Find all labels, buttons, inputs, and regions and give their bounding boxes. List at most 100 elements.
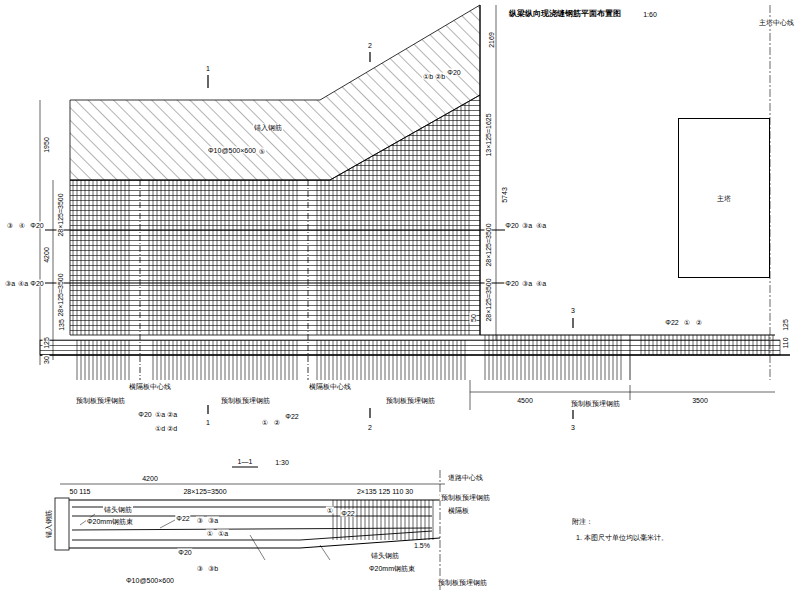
drawing-label: ②: [695, 319, 703, 326]
drawing-label: ④a: [535, 280, 547, 287]
diaphragm-line: [630, 335, 631, 380]
drawing-label: 道路中心线: [447, 474, 484, 481]
drawing-label: Φ20mm钢筋束: [86, 518, 134, 525]
drawing-label: Φ20: [177, 549, 192, 556]
drawing-label: 2: [367, 424, 373, 431]
drawing-label: ③: [196, 565, 204, 572]
drawing-label: 28×125=3500: [182, 488, 227, 495]
drawing-label: Φ20: [504, 222, 519, 229]
drawing-label: ③a: [207, 517, 219, 524]
diaphragm-line: [308, 180, 309, 380]
drawing-label: 附注：: [571, 518, 594, 525]
rebar-grid: [70, 95, 480, 335]
drawing-label: Φ20: [29, 222, 44, 229]
drawing-label: 4500: [516, 397, 534, 404]
drawing-label: 3500: [691, 397, 709, 404]
drawing-label: 3: [570, 424, 576, 431]
drawing-label: 主塔中心线: [758, 19, 795, 26]
drawing-label: 28×125=3500: [57, 272, 64, 317]
drawing-label: ③: [196, 517, 204, 524]
drawing-label: Φ20mm钢筋束: [368, 565, 416, 572]
drawing-label: 50: [470, 313, 477, 323]
stirrup-bars: [330, 500, 435, 540]
drawing-label: ①: [261, 419, 269, 426]
drawing-label: 2: [367, 42, 373, 49]
drawing-label: 13×125=1625: [485, 112, 492, 157]
dimension-line: [53, 180, 54, 360]
embedded-bars: [484, 335, 624, 380]
drawing-label: 锚头钢筋: [103, 506, 133, 513]
drawing-label: Φ22: [175, 515, 190, 522]
drawing-label: 125: [782, 318, 789, 332]
drawing-label: 1.5%: [413, 542, 431, 549]
drawing-label: 28×125=3500: [57, 192, 64, 237]
drawing-label: ①d: [154, 425, 166, 432]
drawing-label: Φ22: [340, 510, 355, 517]
leader-line: [80, 514, 330, 560]
drawing-label: 锚入钢筋: [45, 509, 52, 539]
drawing-label: 预制板预埋钢筋: [385, 397, 436, 404]
drawing-label: ③: [6, 222, 14, 229]
drawing-label: Φ20: [446, 69, 461, 76]
drawing-label: ⑤: [258, 148, 266, 155]
drawing-label: 横隔板: [447, 507, 470, 514]
dimension-line: [496, 5, 497, 340]
drawing-label: 125: [43, 336, 50, 350]
drawing-label: 横隔板中心线: [308, 383, 352, 390]
tower-box: 主塔: [678, 118, 770, 278]
drawing-label: 50 115: [69, 488, 92, 495]
drawing-label: ③a: [4, 280, 16, 287]
drawing-label: 预制板预埋钢筋: [220, 397, 271, 404]
drawing-label: ②: [273, 419, 281, 426]
diaphragm-line: [140, 180, 141, 380]
drawing-title: 纵梁纵向现浇缝钢筋平面布置图: [509, 10, 621, 18]
drawing-label: ③b: [207, 565, 219, 572]
rebar-line: [45, 229, 505, 230]
rebar-line: [45, 282, 505, 283]
drawing-label: 4200: [141, 475, 159, 482]
drawing-label: 135: [58, 318, 65, 332]
drawing-label: ④: [18, 222, 26, 229]
drawing-label: 5743: [501, 186, 508, 204]
drawing-label: ④a: [17, 280, 29, 287]
drawing-label: 1950: [43, 136, 50, 154]
title-underline: [232, 467, 258, 468]
drawing-label: 预制板预埋钢筋: [75, 397, 126, 404]
drawing-label: 2×135 125 110 30: [356, 488, 414, 495]
drawing-label: 1: [205, 419, 211, 426]
anchor-block: [55, 498, 69, 550]
embedded-bars: [316, 340, 466, 380]
dimension-line: [470, 392, 775, 393]
drawing-label: ①a: [217, 530, 229, 537]
dimension-line: [470, 380, 471, 410]
drawing-label: Φ22: [284, 413, 299, 420]
drawing-label: 横隔板中心线: [128, 383, 172, 390]
drawing-label: 3: [570, 307, 576, 314]
grid-outline: [70, 95, 480, 335]
drawing-label: 预制板预埋钢筋: [440, 494, 491, 501]
embedded-bars: [150, 340, 300, 380]
tower-label: 主塔: [717, 195, 731, 202]
drawing-label: 预制板预埋钢筋: [437, 579, 488, 586]
embedded-bars: [640, 335, 775, 355]
drawing-label: 预制板预埋钢筋: [570, 400, 621, 407]
drawing-label: ①: [683, 319, 691, 326]
drawing-label: Φ20: [504, 280, 519, 287]
drawing-label: 1:30: [274, 459, 290, 466]
drawing-label: ③a: [521, 280, 533, 287]
drawing-label: ③a: [521, 222, 533, 229]
drawing-label: 28×125=3500: [485, 277, 492, 322]
drawing-label: Φ22: [664, 319, 679, 326]
drawing-label: ②a: [166, 411, 178, 418]
drawing-label: ②b: [434, 73, 446, 80]
drawing-label: ①b: [422, 73, 434, 80]
embedded-bars: [75, 340, 130, 380]
drawing-label: ①: [206, 530, 214, 537]
section-mark: [208, 52, 573, 419]
dimension-line: [40, 100, 41, 365]
drawing-label: 2169: [488, 31, 495, 49]
drawing-label: 1: [205, 65, 211, 72]
drawing-label: 110: [782, 336, 789, 349]
dimension-line: [630, 385, 631, 400]
